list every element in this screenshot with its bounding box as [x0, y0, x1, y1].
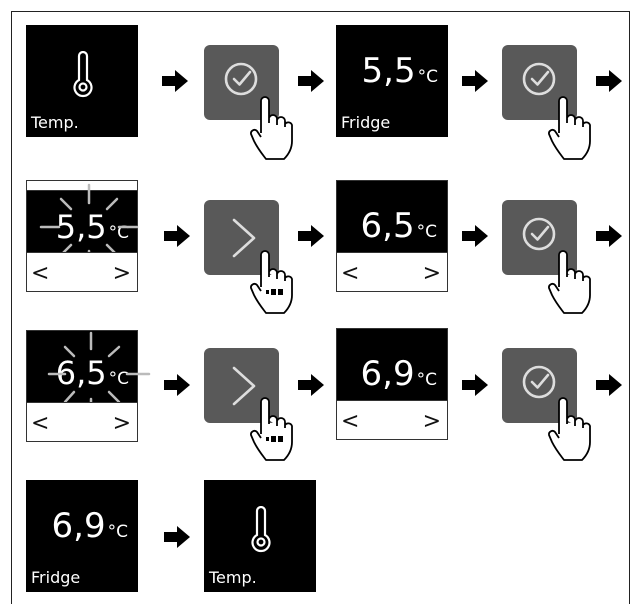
temperature-value: 5,5°C	[361, 51, 438, 91]
nav-right-arrow[interactable]: >	[112, 261, 131, 286]
arrow-right-icon	[162, 70, 188, 92]
arrow-right-icon	[298, 374, 324, 396]
fridge-temp-panel: 5,5°C Fridge	[336, 25, 448, 137]
hand-pointer-icon	[548, 250, 591, 314]
nav-left-arrow[interactable]: <	[31, 261, 50, 286]
arrow-right-icon	[298, 225, 324, 247]
temp-menu-panel: Temp.	[204, 480, 316, 592]
nav-right-arrow[interactable]: >	[112, 411, 131, 436]
check-circle-icon	[522, 217, 556, 251]
hand-hold-icon	[250, 397, 293, 461]
new-temp-panel: 6,5°C < >	[336, 180, 448, 292]
hand-pointer-icon	[548, 397, 591, 461]
blinking-temp-panel: 5,5°C < >	[26, 180, 139, 292]
thermometer-icon	[73, 51, 93, 98]
nav-bar: < >	[27, 402, 137, 441]
temp-label: Temp.	[209, 568, 257, 587]
hand-pointer-icon	[250, 96, 293, 160]
temperature-value: 6,9°C	[360, 354, 437, 394]
chevron-right-icon	[232, 366, 256, 406]
temperature-value: 6,9°C	[51, 506, 128, 546]
check-circle-icon	[224, 62, 258, 96]
check-circle-icon	[522, 62, 556, 96]
arrow-right-icon	[164, 526, 190, 548]
temperature-value: 5,5°C	[55, 208, 129, 246]
nav-left-arrow[interactable]: <	[341, 261, 360, 286]
nav-bar: < >	[27, 252, 137, 291]
fridge-temp-panel: 6,9°C Fridge	[26, 480, 138, 592]
nav-bar: < >	[337, 400, 447, 439]
temp-menu-panel: Temp.	[26, 25, 138, 137]
hand-pointer-icon	[548, 96, 591, 160]
arrow-right-icon	[462, 70, 488, 92]
chevron-right-icon	[232, 218, 256, 258]
new-temp-panel: 6,9°C < >	[336, 328, 448, 440]
arrow-right-icon	[298, 70, 324, 92]
nav-left-arrow[interactable]: <	[341, 409, 360, 434]
arrow-right-icon	[596, 374, 622, 396]
arrow-right-icon	[596, 70, 622, 92]
arrow-right-icon	[462, 225, 488, 247]
nav-bar: < >	[337, 252, 447, 291]
diagram-frame	[11, 11, 630, 604]
hand-hold-icon	[250, 250, 293, 314]
arrow-right-icon	[164, 225, 190, 247]
fridge-label: Fridge	[341, 113, 391, 132]
nav-right-arrow[interactable]: >	[422, 409, 441, 434]
blinking-temp-panel: 6,5°C < >	[26, 330, 151, 442]
temperature-value: 6,5°C	[55, 354, 129, 392]
arrow-right-icon	[596, 225, 622, 247]
nav-right-arrow[interactable]: >	[422, 261, 441, 286]
arrow-right-icon	[164, 374, 190, 396]
check-circle-icon	[522, 365, 556, 399]
thermometer-icon	[251, 506, 271, 553]
arrow-right-icon	[462, 374, 488, 396]
nav-left-arrow[interactable]: <	[31, 411, 50, 436]
temperature-value: 6,5°C	[360, 206, 437, 246]
fridge-label: Fridge	[31, 568, 81, 587]
temp-label: Temp.	[31, 113, 79, 132]
